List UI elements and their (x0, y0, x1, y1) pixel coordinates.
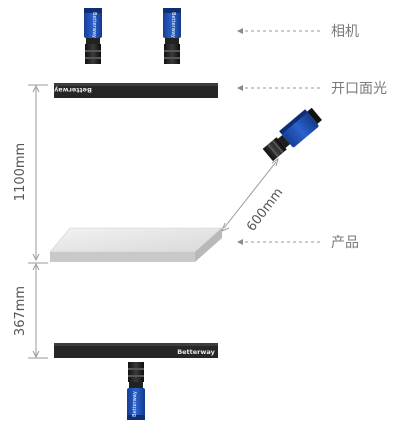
aperture-light-label: 开口面光 (331, 81, 387, 97)
aperture-light-label-pointer: 开口面光 (237, 81, 387, 97)
angled-camera (262, 107, 322, 162)
svg-text:Betterway: Betterway (91, 12, 97, 38)
product-label: 产品 (331, 235, 359, 251)
top-camera-right: Betterway (163, 8, 181, 64)
product-slab (49, 227, 223, 262)
top-camera-left: Betterway (84, 8, 102, 64)
height-dimension-bottom: 367mm (13, 262, 48, 359)
aperture-light-top: Betterway (53, 83, 218, 98)
bottom-light-bar: Betterway (54, 343, 218, 358)
svg-text:Betterway: Betterway (132, 391, 138, 417)
camera-label: 相机 (331, 24, 359, 40)
bottom-camera: Betterway (127, 362, 145, 420)
diagonal-dimension: 600mm (221, 157, 286, 234)
height-dimension-top: 1100mm (13, 84, 48, 262)
svg-text:Betterway: Betterway (170, 12, 176, 38)
bottom-light-brand-text: Betterway (177, 348, 215, 356)
camera-label-pointer: 相机 (237, 24, 359, 40)
product-label-pointer: 产品 (237, 235, 359, 251)
aperture-light-brand-text: Betterway (53, 86, 91, 94)
height-top-value: 1100mm (13, 143, 28, 201)
diagonal-value: 600mm (244, 185, 286, 234)
height-bottom-value: 367mm (13, 286, 28, 336)
